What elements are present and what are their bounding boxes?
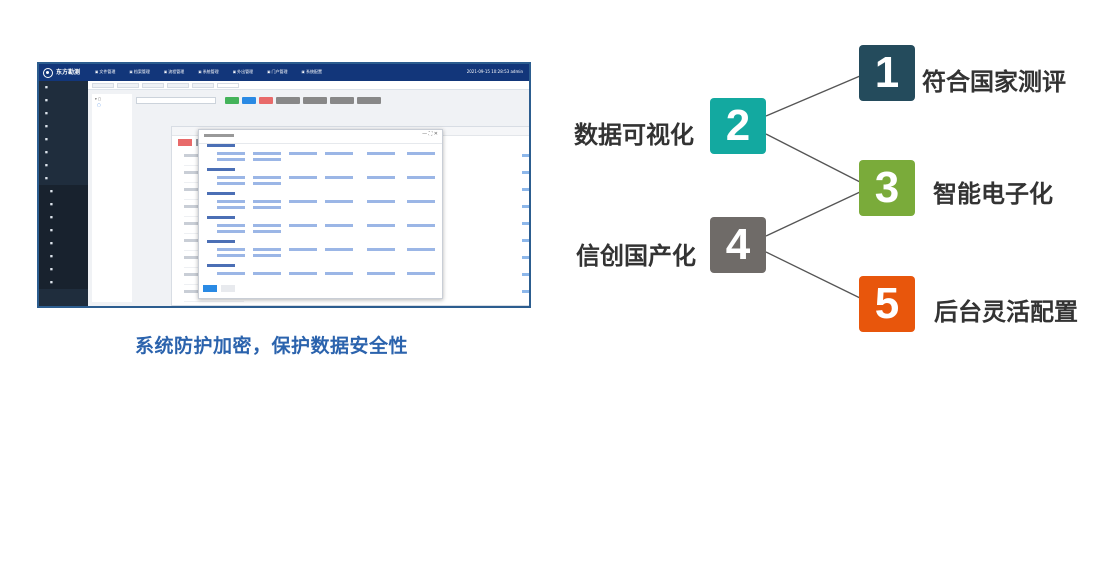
dialog-group bbox=[207, 168, 435, 188]
top-menu-item[interactable]: 系统配置 bbox=[302, 69, 322, 75]
sidebar-subitem[interactable] bbox=[39, 211, 88, 224]
search-input[interactable] bbox=[136, 96, 216, 104]
top-menu-item[interactable]: 系统管理 bbox=[198, 69, 219, 75]
sidebar-subitem[interactable] bbox=[39, 224, 88, 237]
app-status-text: 2021-09-15 10:28:53 admin bbox=[466, 69, 523, 74]
feature-badge-4: 4 bbox=[710, 217, 766, 273]
app-logo: 东方勘测 bbox=[43, 66, 89, 79]
feature-label-2: 数据可视化 bbox=[574, 121, 694, 149]
top-menu-item[interactable]: 档案管理 bbox=[129, 69, 150, 75]
app-tab[interactable] bbox=[142, 83, 164, 88]
table-action-column bbox=[522, 149, 529, 306]
feature-badge-2: 2 bbox=[710, 98, 766, 154]
app-toolbar bbox=[136, 94, 523, 106]
sidebar-subitem[interactable] bbox=[39, 250, 88, 263]
edit-button[interactable] bbox=[242, 96, 256, 104]
org-tree: ▾ ▢ ▢ bbox=[92, 94, 132, 302]
feature-label-1: 符合国家测评 bbox=[922, 68, 1066, 96]
add-button[interactable] bbox=[225, 96, 239, 104]
panel-button[interactable] bbox=[178, 139, 192, 146]
top-menu-item[interactable]: 流程管理 bbox=[164, 69, 184, 75]
sidebar-subitem[interactable] bbox=[39, 237, 88, 250]
dialog-group bbox=[207, 144, 435, 164]
connector-line bbox=[765, 191, 861, 237]
app-tab-active[interactable] bbox=[217, 83, 239, 88]
screenshot-caption: 系统防护加密，保护数据安全性 bbox=[135, 335, 409, 357]
dialog-confirm-button[interactable] bbox=[203, 285, 217, 292]
connector-line bbox=[765, 75, 861, 117]
app-header-bar: 东方勘测 文件管理 档案管理 流程管理 系统管理 外出管理 门户管理 系统配置 … bbox=[39, 64, 529, 81]
sidebar-subitem[interactable] bbox=[39, 276, 88, 289]
connector-line bbox=[765, 133, 861, 183]
toolbar-button[interactable] bbox=[276, 96, 300, 104]
app-sidebar bbox=[39, 81, 88, 306]
app-top-menu: 文件管理 档案管理 流程管理 系统管理 外出管理 门户管理 系统配置 bbox=[95, 69, 322, 75]
toolbar-button[interactable] bbox=[357, 96, 381, 104]
dialog-group bbox=[207, 216, 435, 236]
top-menu-item[interactable]: 文件管理 bbox=[95, 69, 115, 75]
feature-badge-5: 5 bbox=[859, 276, 915, 332]
sidebar-subitem[interactable] bbox=[39, 198, 88, 211]
logo-icon bbox=[43, 67, 53, 78]
feature-badge-3: 3 bbox=[859, 160, 915, 216]
connector-line bbox=[765, 251, 861, 299]
toolbar-button[interactable] bbox=[330, 96, 354, 104]
permission-dialog: — ⛶ ✕ bbox=[198, 129, 443, 299]
feature-label-3: 智能电子化 bbox=[933, 180, 1053, 208]
app-tab[interactable] bbox=[92, 83, 114, 88]
dialog-header bbox=[199, 134, 442, 144]
feature-number: 4 bbox=[725, 220, 751, 269]
app-tab[interactable] bbox=[117, 83, 139, 88]
feature-number: 3 bbox=[874, 163, 900, 212]
top-menu-item[interactable]: 门户管理 bbox=[267, 69, 288, 75]
delete-button[interactable] bbox=[259, 96, 273, 104]
logo-text: 东方勘测 bbox=[56, 68, 81, 76]
tree-node-selected[interactable]: ▢ bbox=[95, 103, 101, 107]
top-menu-item[interactable]: 外出管理 bbox=[233, 69, 253, 75]
dialog-group bbox=[207, 264, 435, 284]
tree-node[interactable]: ▾ ▢ bbox=[95, 97, 102, 101]
dialog-cancel-button[interactable] bbox=[221, 285, 235, 292]
feature-number: 5 bbox=[874, 279, 900, 328]
feature-label-4: 信创国产化 bbox=[576, 242, 696, 270]
dialog-group bbox=[207, 240, 435, 260]
feature-number: 2 bbox=[725, 101, 751, 150]
sidebar-subitem[interactable] bbox=[39, 263, 88, 276]
dialog-group bbox=[207, 192, 435, 212]
sidebar-subitem[interactable] bbox=[39, 185, 88, 198]
app-screenshot: 东方勘测 文件管理 档案管理 流程管理 系统管理 外出管理 门户管理 系统配置 … bbox=[37, 62, 531, 308]
app-tab[interactable] bbox=[167, 83, 189, 88]
feature-label-5: 后台灵活配置 bbox=[934, 298, 1078, 326]
app-tab[interactable] bbox=[192, 83, 214, 88]
toolbar-button[interactable] bbox=[303, 96, 327, 104]
dialog-window-controls[interactable]: — ⛶ ✕ bbox=[422, 131, 438, 137]
app-tab-strip bbox=[88, 81, 529, 90]
feature-badge-1: 1 bbox=[859, 45, 915, 101]
feature-number: 1 bbox=[874, 48, 900, 97]
